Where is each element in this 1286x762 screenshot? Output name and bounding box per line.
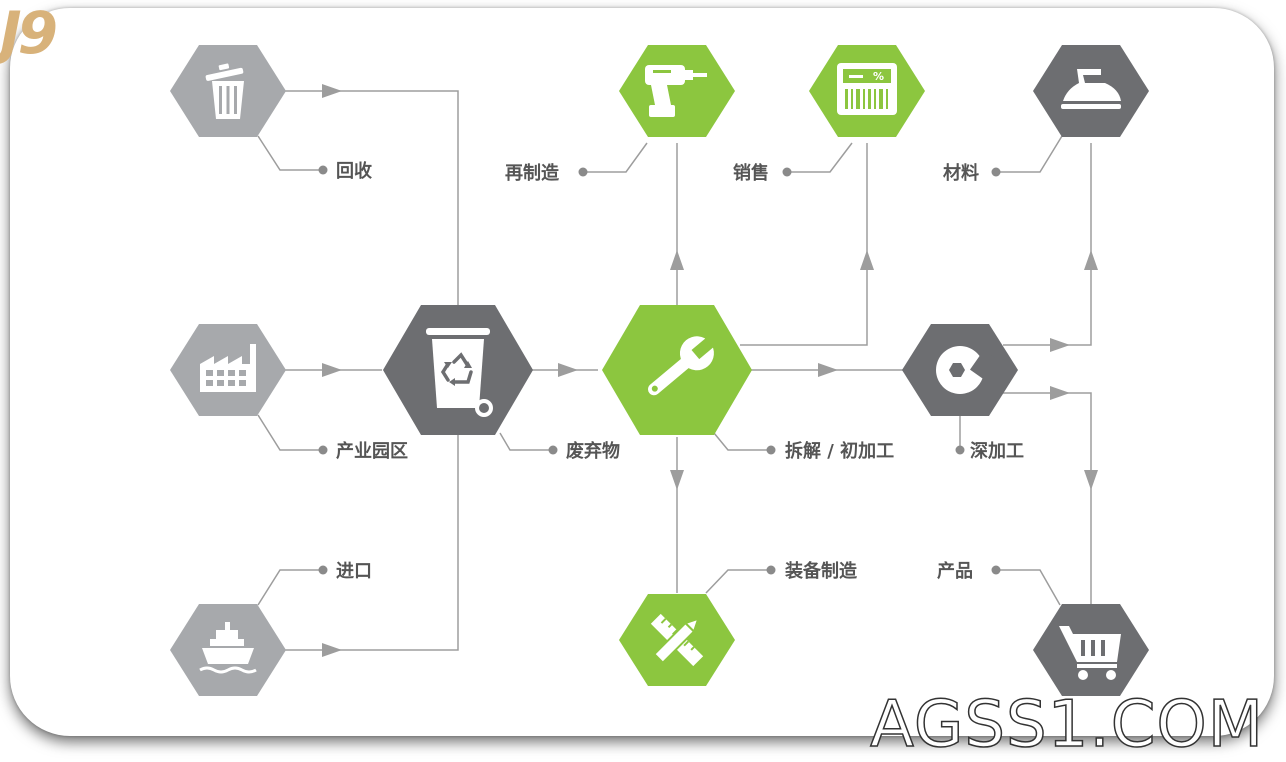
node-material	[1033, 45, 1149, 137]
barcode-scanner-icon: %	[837, 63, 897, 115]
node-dismantle	[602, 305, 752, 435]
svg-text:%: %	[873, 70, 884, 83]
ruler-pencil-icon	[650, 613, 704, 667]
ship-icon	[199, 622, 257, 674]
brand-logo: J9	[0, 0, 58, 67]
node-equipment	[619, 594, 735, 686]
label-deep-process: 深加工	[970, 440, 1024, 462]
hex-wrench-icon	[936, 346, 997, 394]
wrench-icon	[648, 335, 717, 396]
node-recycle-bin	[170, 45, 286, 137]
label-recycle: 回收	[336, 160, 372, 182]
label-sales: 销售	[733, 162, 769, 184]
node-sales: %	[809, 45, 925, 137]
label-material: 材料	[943, 162, 979, 184]
node-deep-process	[902, 324, 1018, 416]
shopping-cart-icon	[1059, 626, 1121, 680]
power-drill-icon	[645, 65, 707, 117]
watermark: AGSS1.COM	[869, 688, 1264, 762]
factory-icon	[200, 344, 256, 392]
recycle-bin-icon	[426, 328, 493, 417]
node-industrial-park	[170, 324, 286, 416]
label-remanufacture: 再制造	[505, 162, 559, 184]
label-product: 产品	[937, 560, 973, 582]
node-import-ship	[170, 604, 286, 696]
node-product	[1033, 604, 1149, 696]
iron-icon	[1061, 69, 1121, 109]
label-equipment: 装备制造	[785, 560, 857, 582]
node-waste	[383, 305, 533, 435]
node-remanufacture	[619, 45, 735, 137]
label-waste: 废弃物	[566, 440, 620, 462]
arrowheads	[322, 84, 1098, 657]
label-industrial-park: 产业园区	[336, 440, 408, 462]
trash-can-icon	[205, 63, 244, 119]
label-dots	[318, 165, 1001, 575]
label-import: 进口	[336, 561, 372, 582]
label-dismantle: 拆解 / 初加工	[785, 440, 894, 462]
